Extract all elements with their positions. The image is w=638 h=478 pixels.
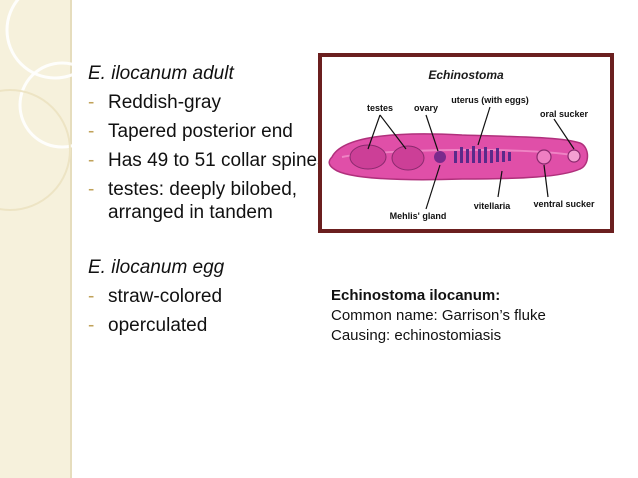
oral-sucker-shape	[567, 149, 581, 163]
testes-shape	[349, 144, 387, 170]
label-mehlis-gland: Mehlis' gland	[390, 211, 447, 221]
adult-heading: E. ilocanum adult	[88, 63, 234, 84]
list-item: -Reddish-gray	[88, 92, 221, 113]
adult-list: -Reddish-gray -Tapered posterior end -Ha…	[88, 91, 328, 224]
side-divider	[70, 0, 72, 478]
label-uterus: uterus (with eggs)	[451, 95, 529, 105]
worm-illustration: Echinostoma tes	[328, 68, 595, 221]
echinostoma-diagram: Echinostoma tes	[318, 53, 614, 233]
list-item: -operculated	[88, 315, 208, 336]
label-testes: testes	[367, 103, 393, 113]
figure-title: Echinostoma	[428, 68, 504, 82]
list-item: -Tapered posterior end	[88, 121, 293, 142]
ovary-shape	[434, 151, 446, 163]
egg-list: -straw-colored -operculated	[88, 285, 328, 337]
label-vitellaria: vitellaria	[474, 201, 512, 211]
caption-disease: Causing: echinostomiasis	[331, 327, 502, 344]
testes-shape	[391, 145, 425, 171]
list-item: -testes: deeply bilobed, arranged in tan…	[88, 179, 298, 223]
notes-text: E. ilocanum adult -Reddish-gray -Tapered…	[88, 62, 328, 343]
caption-common-name: Common name: Garrison’s fluke	[331, 307, 546, 324]
caption-title: Echinostoma ilocanum:	[331, 287, 501, 304]
egg-heading: E. ilocanum egg	[88, 257, 225, 278]
list-item: -Has 49 to 51 collar spines	[88, 150, 327, 171]
label-ventral-sucker: ventral sucker	[533, 199, 595, 209]
uterus-eggs	[454, 146, 511, 163]
list-item: -straw-colored	[88, 286, 223, 307]
side-band	[0, 0, 70, 478]
ventral-sucker-shape	[536, 149, 552, 165]
worm-body	[328, 133, 589, 181]
decorative-circles	[0, 0, 72, 211]
label-ovary: ovary	[414, 103, 438, 113]
label-oral-sucker: oral sucker	[540, 109, 589, 119]
figure-caption: Echinostoma ilocanum: Common name: Garri…	[331, 286, 546, 346]
